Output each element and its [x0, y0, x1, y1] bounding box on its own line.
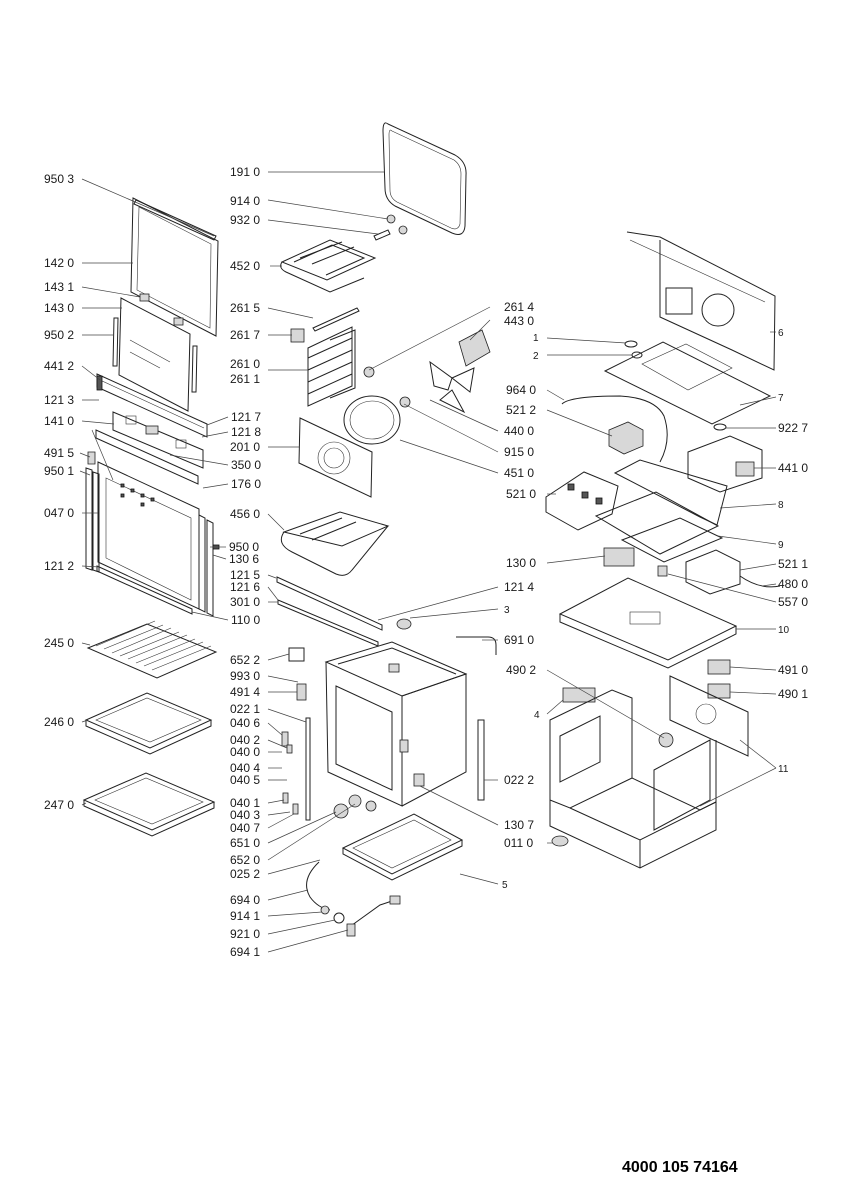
label-5: 5	[502, 880, 508, 891]
label-350-0: 350 0	[231, 458, 261, 472]
label-521-2: 521 2	[506, 403, 536, 417]
label-040-7: 040 7	[230, 821, 260, 835]
label-245-0: 245 0	[44, 636, 74, 650]
label-491-4: 491 4	[230, 685, 260, 699]
label-261-4: 261 4	[504, 300, 534, 314]
label-922-7: 922 7	[778, 421, 808, 435]
label-456-0: 456 0	[230, 507, 260, 521]
label-694-1: 694 1	[230, 945, 260, 959]
part-labels: 191 0 950 3 914 0 932 0 142 0 452 0 143 …	[44, 165, 808, 959]
label-915-0: 915 0	[504, 445, 534, 459]
label-491-5: 491 5	[44, 446, 74, 460]
label-121-3: 121 3	[44, 393, 74, 407]
label-191-0: 191 0	[230, 165, 260, 179]
label-121-7: 121 7	[231, 410, 261, 424]
label-8: 8	[778, 500, 784, 511]
label-130-7: 130 7	[504, 818, 534, 832]
label-914-0: 914 0	[230, 194, 260, 208]
label-141-0: 141 0	[44, 414, 74, 428]
label-950-0: 950 0	[229, 540, 259, 554]
label-452-0: 452 0	[230, 259, 260, 273]
label-10: 10	[778, 625, 790, 636]
label-1: 1	[533, 333, 539, 344]
label-6: 6	[778, 328, 784, 339]
label-694-0: 694 0	[230, 893, 260, 907]
label-490-2: 490 2	[506, 663, 536, 677]
label-201-0: 201 0	[230, 440, 260, 454]
door-assembly-drawing	[85, 197, 220, 617]
label-521-1: 521 1	[778, 557, 808, 571]
label-121-2: 121 2	[44, 559, 74, 573]
label-490-1: 490 1	[778, 687, 808, 701]
label-480-0: 480 0	[778, 577, 808, 591]
label-950-3: 950 3	[44, 172, 74, 186]
label-110-0: 110 0	[231, 613, 260, 627]
rear-and-electronics-drawing	[545, 231, 781, 869]
label-301-0: 301 0	[230, 595, 260, 609]
label-451-0: 451 0	[504, 466, 534, 480]
label-950-2: 950 2	[44, 328, 74, 342]
label-040-2: 040 2	[230, 733, 260, 747]
label-130-0: 130 0	[506, 556, 536, 570]
label-130-6: 130 6	[229, 552, 259, 566]
label-651-0: 651 0	[230, 836, 260, 850]
label-022-2: 022 2	[504, 773, 534, 787]
racks-and-trays-drawing	[82, 620, 218, 837]
label-047-0: 047 0	[44, 506, 74, 520]
label-557-0: 557 0	[778, 595, 808, 609]
label-143-0: 143 0	[44, 301, 74, 315]
label-950-1: 950 1	[44, 464, 74, 478]
label-246-0: 246 0	[44, 715, 74, 729]
label-040-4: 040 4	[230, 761, 260, 775]
label-652-2: 652 2	[230, 653, 260, 667]
label-932-0: 932 0	[230, 213, 260, 227]
label-4: 4	[534, 710, 540, 721]
label-491-0: 491 0	[778, 663, 808, 677]
label-441-0: 441 0	[778, 461, 808, 475]
label-521-0: 521 0	[506, 487, 536, 501]
label-040-1: 040 1	[230, 796, 260, 810]
label-025-2: 025 2	[230, 867, 260, 881]
label-011-0: 011 0	[504, 836, 533, 850]
label-121-4: 121 4	[504, 580, 534, 594]
label-440-0: 440 0	[504, 424, 534, 438]
label-443-0: 443 0	[504, 314, 534, 328]
label-2: 2	[533, 351, 539, 362]
label-261-7: 261 7	[230, 328, 260, 342]
label-261-0: 261 0	[230, 357, 260, 371]
label-121-8: 121 8	[231, 425, 261, 439]
label-914-1: 914 1	[230, 909, 260, 923]
label-040-6: 040 6	[230, 716, 260, 730]
label-143-1: 143 1	[44, 280, 74, 294]
label-993-0: 993 0	[230, 669, 260, 683]
label-040-0: 040 0	[230, 745, 260, 759]
label-921-0: 921 0	[230, 927, 260, 941]
label-142-0: 142 0	[44, 256, 74, 270]
label-964-0: 964 0	[506, 383, 536, 397]
label-11: 11	[778, 764, 789, 775]
label-040-5: 040 5	[230, 773, 260, 787]
label-176-0: 176 0	[231, 477, 261, 491]
label-261-5: 261 5	[230, 301, 260, 315]
center-parts-drawing	[276, 122, 497, 937]
label-121-5: 121 5	[230, 568, 260, 582]
label-7: 7	[778, 393, 784, 404]
document-number: 4000 105 74164	[622, 1159, 738, 1176]
label-121-6: 121 6	[230, 580, 260, 594]
label-247-0: 247 0	[44, 798, 74, 812]
leader-lines	[79, 171, 777, 953]
label-652-0: 652 0	[230, 853, 260, 867]
label-9: 9	[778, 540, 784, 551]
label-3: 3	[504, 605, 510, 616]
label-040-3: 040 3	[230, 808, 260, 822]
label-022-1: 022 1	[230, 702, 260, 716]
label-441-2: 441 2	[44, 359, 74, 373]
label-691-0: 691 0	[504, 633, 534, 647]
label-261-1: 261 1	[230, 372, 260, 386]
